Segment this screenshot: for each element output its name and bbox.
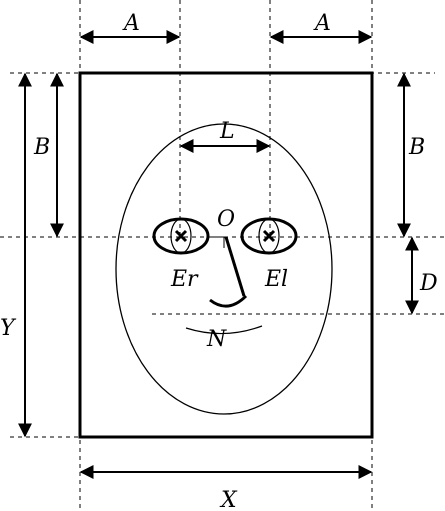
label-o: O (217, 207, 235, 232)
face-outline (115, 123, 333, 415)
mouth (185, 325, 263, 335)
left-eye (240, 217, 298, 255)
label-d: D (419, 271, 438, 296)
label-b-left: B (33, 135, 50, 160)
nose (209, 236, 248, 308)
right-eye (152, 217, 210, 255)
label-a-right: A (313, 11, 331, 36)
label-x: X (219, 488, 238, 511)
label-l: L (219, 119, 235, 144)
right-eye-center-mark (174, 229, 188, 243)
left-eye-center-mark (262, 229, 276, 243)
label-b-right: B (408, 135, 425, 160)
label-y: Y (0, 316, 17, 341)
labels: A A B B Y X L O Er El D N (0, 11, 438, 511)
label-a-left: A (122, 11, 140, 36)
label-er: Er (170, 267, 199, 292)
label-el: El (264, 267, 288, 292)
label-n: N (206, 327, 227, 352)
image-frame (78, 71, 374, 439)
dimension-arrows (18, 30, 419, 479)
